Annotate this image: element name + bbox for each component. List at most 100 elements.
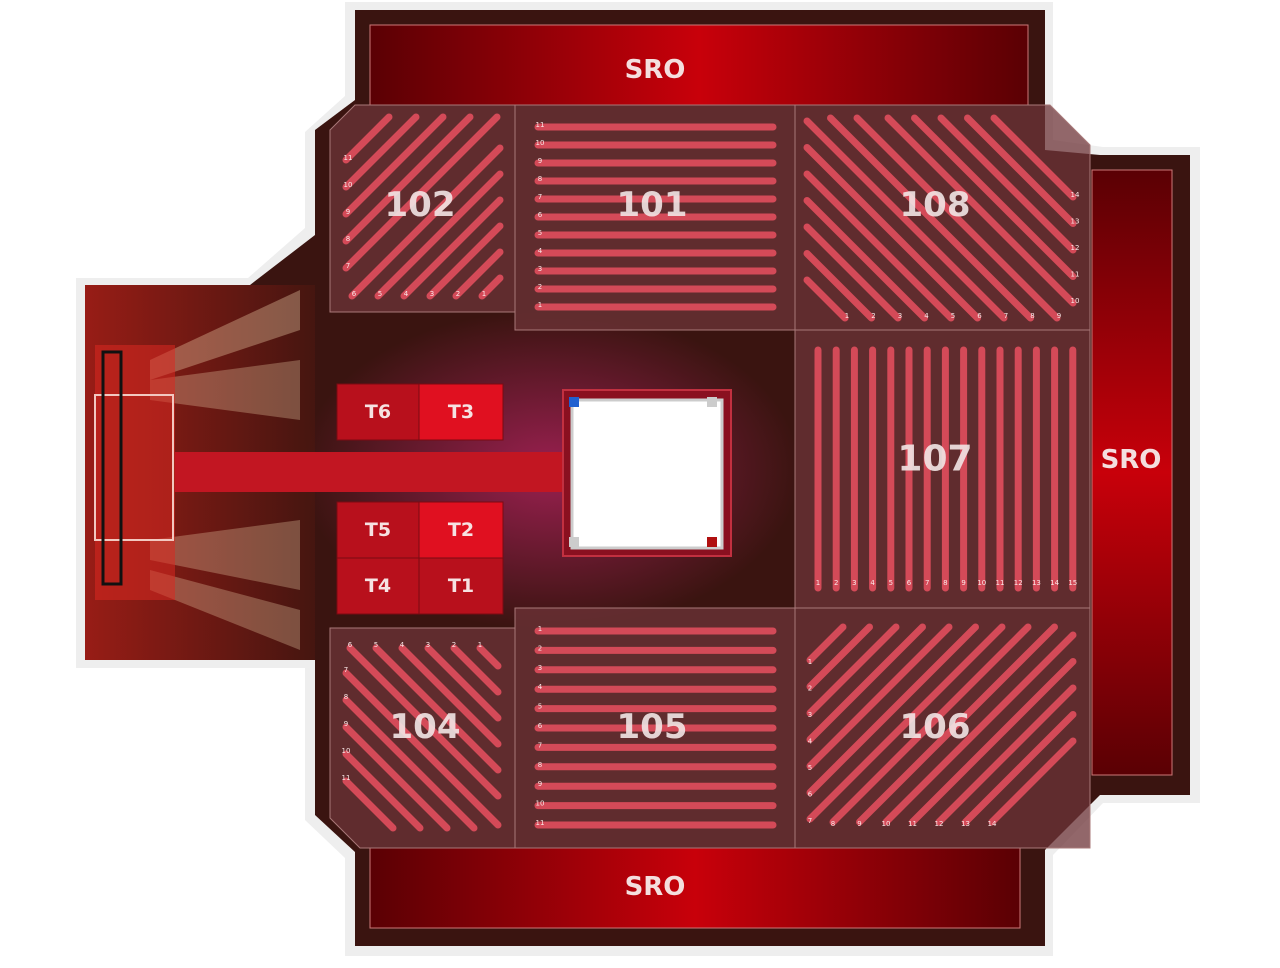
wrestling-ring[interactable] (562, 389, 732, 557)
seat-row[interactable]: 11 (534, 819, 777, 829)
seat-row[interactable]: 7 (342, 113, 501, 272)
seat-row[interactable]: 11 (911, 114, 1080, 280)
seat-row[interactable]: 9 (342, 113, 447, 218)
seat-row[interactable]: 6 (534, 722, 777, 732)
seat-row[interactable]: 4 (534, 247, 777, 257)
seat-row[interactable]: 7 (534, 193, 777, 203)
seat-row[interactable]: 4 (400, 196, 504, 300)
seat-row[interactable]: 7 (923, 346, 931, 592)
sro-bottom[interactable]: SRO (369, 847, 1021, 929)
seat-row[interactable]: 8 (941, 346, 949, 592)
seat-row[interactable]: 10 (882, 631, 1077, 828)
seat-row[interactable]: 14 (988, 737, 1077, 828)
seat-row[interactable]: 9 (960, 346, 968, 592)
seat-row[interactable]: 5 (803, 170, 955, 322)
seat-row[interactable]: 10 (342, 113, 420, 191)
seat-row[interactable]: 8 (827, 114, 1035, 322)
seat-row[interactable]: 5 (806, 623, 953, 772)
sro-top[interactable]: SRO (369, 24, 1029, 106)
seat-row[interactable]: 8 (534, 761, 777, 771)
seat-row[interactable]: 11 (342, 113, 393, 164)
seat-row[interactable]: 11 (534, 121, 777, 131)
seat-row[interactable]: 8 (829, 623, 1032, 828)
seat-row[interactable]: 9 (342, 720, 451, 832)
table-T1[interactable]: T1 (418, 557, 504, 615)
seat-row[interactable]: 6 (348, 144, 504, 300)
table-T4[interactable]: T4 (336, 557, 420, 615)
seat-row[interactable]: 2 (534, 644, 777, 654)
seat-row[interactable]: 8 (342, 113, 474, 245)
table-T5[interactable]: T5 (336, 501, 420, 559)
seat-row[interactable]: 2 (452, 248, 504, 300)
seat-row[interactable]: 1 (534, 301, 777, 311)
seat-row[interactable]: 10 (977, 346, 986, 592)
seat-row[interactable]: 3 (850, 346, 858, 592)
seat-row[interactable]: 8 (342, 693, 478, 832)
seat-row[interactable]: 10 (342, 747, 424, 832)
seat-row[interactable]: 1 (478, 274, 504, 300)
seat-row[interactable]: 2 (534, 283, 777, 293)
seat-row[interactable]: 14 (1050, 346, 1060, 592)
seat-row[interactable]: 9 (856, 623, 1058, 828)
seat-row[interactable]: 13 (961, 711, 1077, 829)
seat-row[interactable]: 3 (806, 623, 900, 719)
table-T3[interactable]: T3 (418, 383, 504, 441)
table-T6[interactable]: T6 (336, 383, 420, 441)
seat-row[interactable]: 6 (803, 144, 982, 322)
seat-row[interactable]: 10 (534, 139, 777, 149)
seat-row[interactable]: 3 (426, 222, 504, 300)
stage[interactable] (95, 345, 175, 600)
sro-right[interactable]: SRO (1091, 169, 1173, 776)
seat-row[interactable]: 7 (806, 623, 1006, 825)
seat-row[interactable]: 7 (534, 741, 777, 751)
seat-row[interactable]: 7 (803, 117, 1008, 322)
seat-row[interactable]: 1 (803, 276, 849, 322)
seat-row[interactable]: 3 (534, 664, 777, 674)
seat-row[interactable]: 6 (534, 211, 777, 221)
seat-row[interactable]: 5 (534, 229, 777, 239)
seat-row[interactable]: 13 (964, 114, 1080, 227)
seat-row[interactable]: 2 (803, 250, 876, 322)
seat-row[interactable]: 1 (806, 623, 847, 666)
seat-row[interactable]: 6 (806, 623, 979, 799)
seat-row[interactable]: 3 (803, 223, 902, 322)
seat-row[interactable]: 11 (908, 658, 1077, 829)
seat-row[interactable]: 1 (814, 346, 822, 592)
seat-row[interactable]: 4 (803, 197, 929, 322)
seat-row[interactable]: 6 (346, 641, 502, 800)
seat-row[interactable]: 2 (806, 623, 873, 693)
seat-row[interactable]: 12 (1014, 346, 1023, 592)
seat-row[interactable]: 4 (869, 346, 877, 592)
seat-row[interactable]: 12 (937, 114, 1079, 254)
seat-row[interactable]: 11 (996, 346, 1005, 592)
seat-row[interactable]: 10 (884, 114, 1079, 307)
seat-row[interactable]: 5 (372, 641, 502, 774)
seat-row[interactable]: 5 (374, 170, 504, 300)
seat-row[interactable]: 9 (534, 780, 777, 790)
seat-row[interactable]: 4 (398, 641, 502, 748)
seat-row[interactable]: 4 (806, 623, 926, 746)
table-T2[interactable]: T2 (418, 501, 504, 559)
seat-row[interactable]: 2 (450, 641, 502, 696)
seat-row[interactable]: 12 (935, 684, 1077, 828)
seat-row[interactable]: 2 (832, 346, 840, 592)
seat-row[interactable]: 3 (534, 265, 777, 275)
seat-row[interactable]: 3 (424, 641, 502, 722)
seat-row[interactable]: 5 (887, 346, 895, 592)
seat-row[interactable]: 11 (342, 774, 397, 832)
seat-row[interactable]: 10 (534, 800, 777, 810)
seat-row[interactable]: 7 (342, 666, 502, 829)
seat-row[interactable]: 8 (534, 175, 777, 185)
seat-row[interactable]: 1 (534, 625, 777, 635)
seat-row[interactable]: 14 (990, 114, 1080, 201)
seat-row[interactable]: 1 (476, 641, 502, 670)
seat-row[interactable]: 4 (534, 683, 777, 693)
seat-row[interactable]: 13 (1032, 346, 1041, 592)
seat-row[interactable]: 9 (853, 114, 1061, 322)
